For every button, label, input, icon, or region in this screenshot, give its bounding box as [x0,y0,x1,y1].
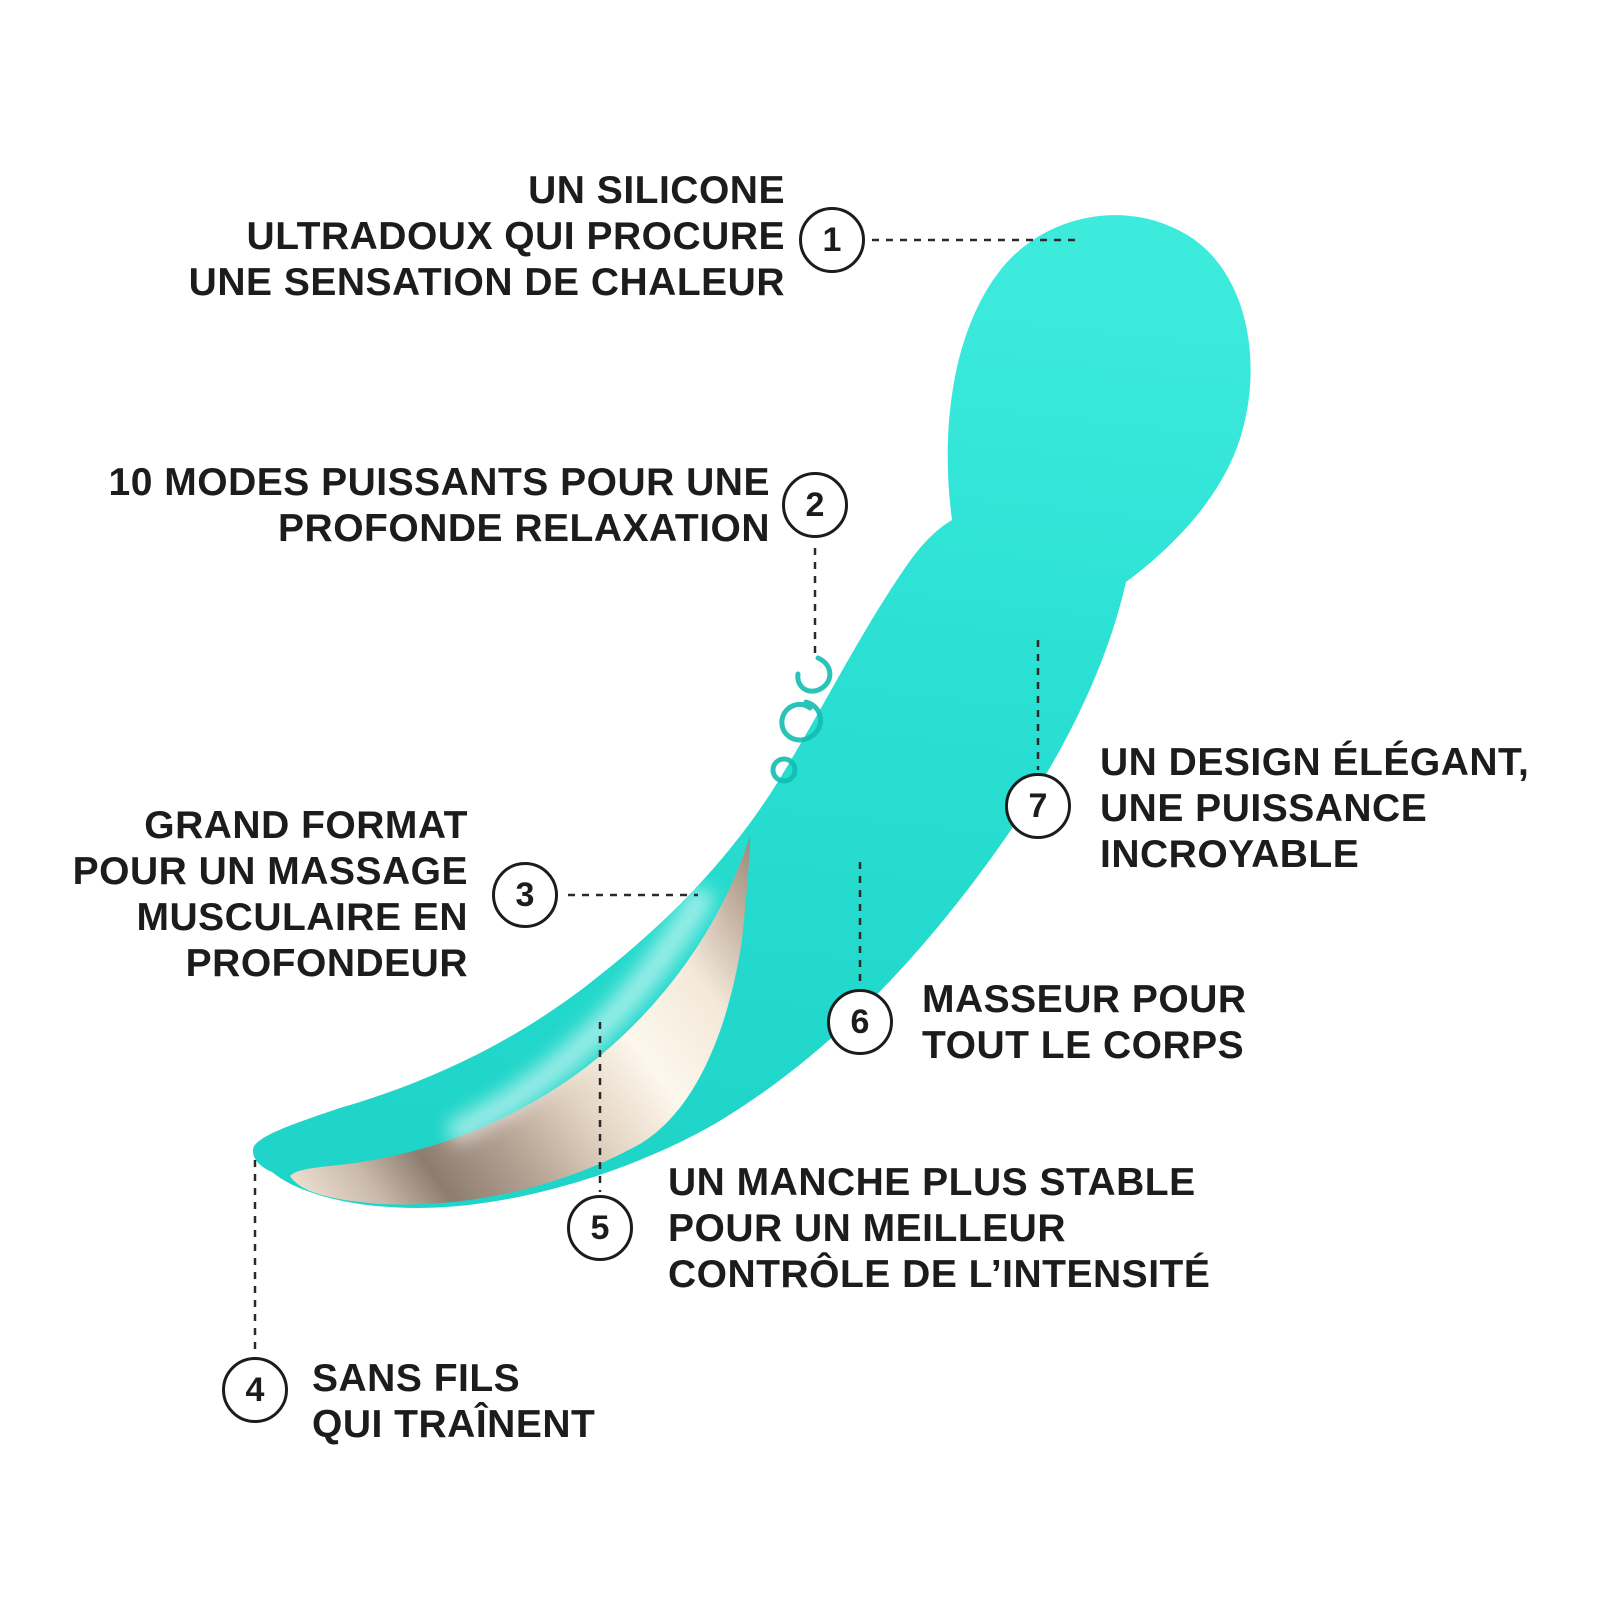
callout-5: UN MANCHE PLUS STABLE POUR UN MEILLEUR C… [668,1160,1210,1298]
callout-5-badge: 5 [567,1195,633,1261]
chrome-reflection [447,887,713,1143]
callout-4-badge: 4 [222,1357,288,1423]
callout-4-text: SANS FILS QUI TRAÎNENT [312,1357,596,1446]
callout-6-badge: 6 [827,989,893,1055]
callout-7-number: 7 [1028,786,1048,825]
callout-5-text: UN MANCHE PLUS STABLE POUR UN MEILLEUR C… [668,1161,1211,1296]
callout-1-number: 1 [822,220,842,259]
callout-4: SANS FILS QUI TRAÎNENT [312,1356,595,1448]
callout-2: 10 MODES PUISSANTS POUR UNE PROFONDE REL… [109,460,770,552]
callout-5-number: 5 [590,1208,610,1247]
callout-3-number: 3 [515,875,535,914]
wand-chrome-handle [290,836,750,1205]
control-buttons-icon [770,655,833,784]
callout-6: MASSEUR POUR TOUT LE CORPS [922,977,1247,1069]
callout-7-badge: 7 [1005,773,1071,839]
callout-1-badge: 1 [799,207,865,273]
callout-7-text: UN DESIGN ÉLÉGANT, UNE PUISSANCE INCROYA… [1100,741,1530,876]
wand-body [252,215,1251,1208]
callout-3-text: GRAND FORMAT POUR UN MASSAGE MUSCULAIRE … [72,804,468,985]
callout-6-text: MASSEUR POUR TOUT LE CORPS [922,978,1247,1067]
callout-7: UN DESIGN ÉLÉGANT, UNE PUISSANCE INCROYA… [1100,740,1529,878]
callout-3-badge: 3 [492,862,558,928]
callout-2-badge: 2 [782,472,848,538]
callout-4-number: 4 [245,1370,265,1409]
callout-1: UN SILICONE ULTRADOUX QUI PROCURE UNE SE… [189,168,785,306]
callout-2-text: 10 MODES PUISSANTS POUR UNE PROFONDE REL… [108,461,770,550]
callout-3: GRAND FORMAT POUR UN MASSAGE MUSCULAIRE … [73,803,468,987]
callout-2-number: 2 [805,485,825,524]
callout-6-number: 6 [850,1002,870,1041]
callout-1-text: UN SILICONE ULTRADOUX QUI PROCURE UNE SE… [188,169,785,304]
